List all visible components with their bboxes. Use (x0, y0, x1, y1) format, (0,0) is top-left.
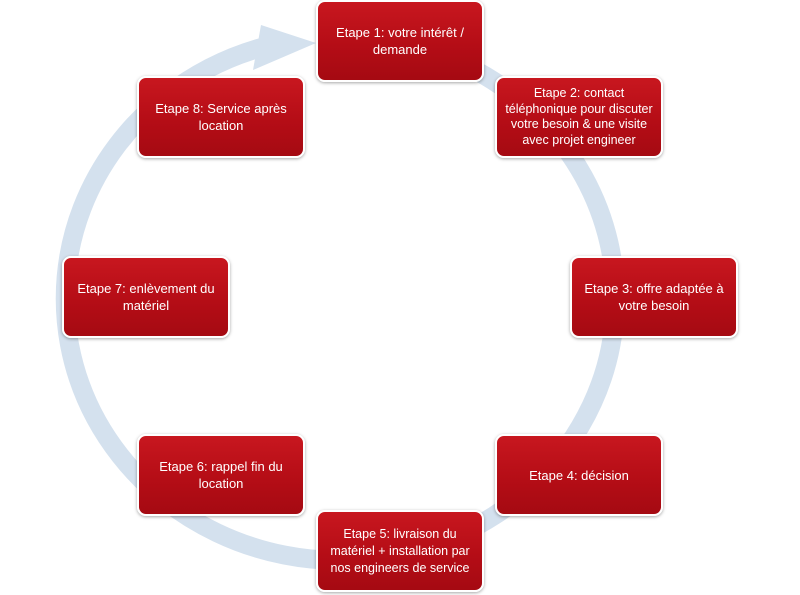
step-7-box: Etape 7: enlèvement du matériel (62, 256, 230, 338)
step-3-box: Etape 3: offre adaptée à votre besoin (570, 256, 738, 338)
step-2-label: Etape 2: contact téléphonique pour discu… (505, 86, 653, 147)
step-1-box: Etape 1: votre intérêt / demande (316, 0, 484, 82)
step-5-box: Etape 5: livraison du matériel + install… (316, 510, 484, 592)
step-4-label: Etape 4: décision (529, 467, 629, 483)
step-4-box: Etape 4: décision (495, 434, 663, 516)
step-7-label: Etape 7: enlèvement du matériel (77, 281, 215, 313)
step-1-label: Etape 1: votre intérêt / demande (336, 25, 464, 57)
step-6-label: Etape 6: rappel fin du location (159, 459, 283, 491)
step-5-label: Etape 5: livraison du matériel + install… (330, 526, 470, 575)
step-3-label: Etape 3: offre adaptée à votre besoin (584, 281, 724, 313)
step-2-box: Etape 2: contact téléphonique pour discu… (495, 76, 663, 158)
step-8-label: Etape 8: Service après location (155, 101, 287, 133)
step-6-box: Etape 6: rappel fin du location (137, 434, 305, 516)
cycle-arrowhead (253, 25, 316, 70)
step-8-box: Etape 8: Service après location (137, 76, 305, 158)
